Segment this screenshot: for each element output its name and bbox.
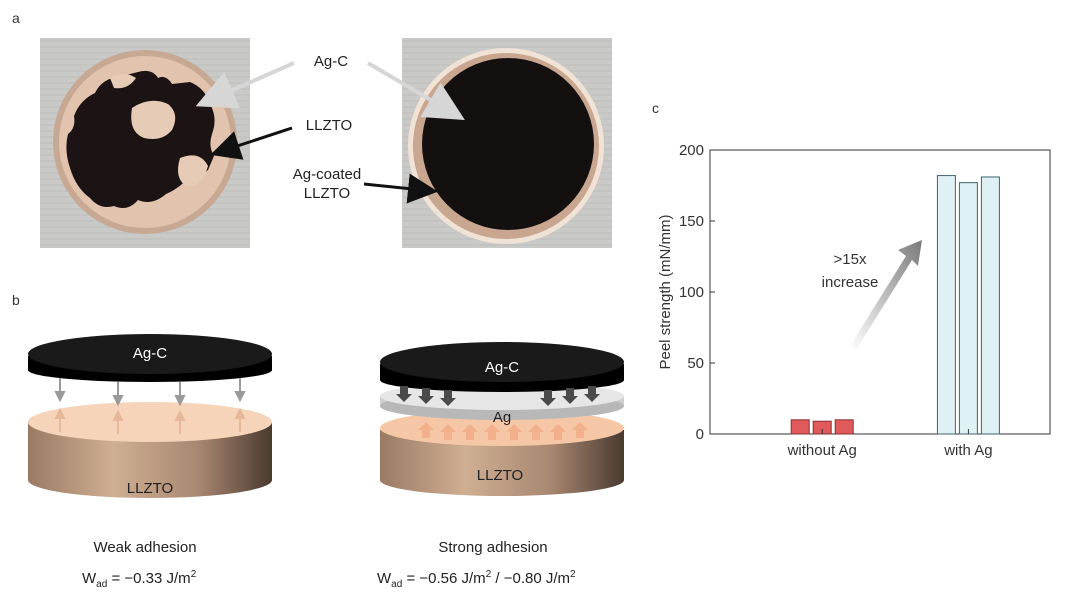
wad-value: = −0.33 J/m [107,570,191,587]
llzto-exposed-patch [131,100,176,139]
y-tick-label: 150 [679,213,704,230]
bar [790,419,810,435]
panel-a-arrows [195,61,465,204]
agc-patchy-layer [66,70,215,208]
wad-value-2: / −0.80 J/m [491,570,571,587]
x-tick-label: with Ag [943,442,992,459]
llzto-arrow [210,126,293,160]
weak-llzto-label: LLZTO [126,480,174,497]
schematic-strong-adhesion [380,342,624,496]
wad-subscript: ad [96,579,108,590]
llzto-disk-bottom [28,462,272,498]
agc-arrow-left [195,61,295,109]
label-llzto: LLZTO [305,117,353,134]
bar [834,419,854,435]
x-tick-label: without Ag [787,442,857,459]
strong-agc-label: Ag-C [484,359,520,376]
photo-with-ag [402,38,612,248]
strong-llzto-label: LLZTO [476,467,524,484]
bar [980,176,1000,435]
faint-attraction-arrows [54,407,246,434]
wad-symbol: W [377,570,392,587]
agc-disk-top [28,334,272,374]
dark-down-arrows [396,386,600,406]
label-ag-coated: Ag-coated LLZTO [284,165,370,203]
wad-symbol: W [82,570,97,587]
y-tick-label: 0 [696,426,704,443]
llzto-exposed-patch [178,155,208,187]
y-axis-label: Peel strength (mN/mm) [657,214,674,369]
caption-weak-adhesion: Weak adhesion [93,539,197,556]
wad-value-1: = −0.56 J/m [402,570,486,587]
y-tick-label: 100 [679,284,704,301]
panel-a-letter: a [12,10,20,26]
label-ag-coated-line1: Ag-coated [292,166,362,183]
label-agc: Ag-C [313,53,349,70]
weak-agc-label: Ag-C [132,345,168,362]
annotation-line2: increase [822,274,879,291]
agc-arrow-right [366,61,465,121]
panel-c-letter: c [652,100,659,116]
wad-exponent: 2 [190,569,197,580]
label-ag-coated-line2: LLZTO [303,185,351,202]
agc-full-layer [422,58,594,230]
gray-down-arrows [54,378,246,407]
wad-exponent-1: 2 [485,569,492,580]
agc-disk-top [380,342,624,382]
wad-exponent-2: 2 [570,569,576,580]
peel-strength-chart: 0 50 100 150 200 without Ag with Ag Peel stre… [657,142,1051,459]
schematic-weak-adhesion [28,334,272,498]
annotation-line1: >15x [834,251,867,268]
llzto-exposed-patch [110,74,136,89]
strong-ag-label: Ag [492,409,512,426]
bar [936,175,956,435]
orange-attraction-arrows [418,422,588,440]
wad-strong: Wad = −0.56 J/m2 / −0.80 J/m2 [377,569,576,590]
y-tick-label: 200 [679,142,704,159]
increase-arrow [850,240,922,350]
caption-strong-adhesion: Strong adhesion [438,539,548,556]
llzto-disk-top [380,410,624,446]
llzto-disk-bottom [380,464,624,496]
ag-coated-arrow [363,173,438,204]
wad-subscript: ad [391,579,403,590]
llzto-disk-top [28,402,272,442]
y-tick-label: 50 [687,355,704,372]
panel-b-letter: b [12,292,20,308]
bar [958,182,978,435]
wad-weak: Wad = −0.33 J/m2 [82,569,196,590]
photo-without-ag [40,38,250,248]
